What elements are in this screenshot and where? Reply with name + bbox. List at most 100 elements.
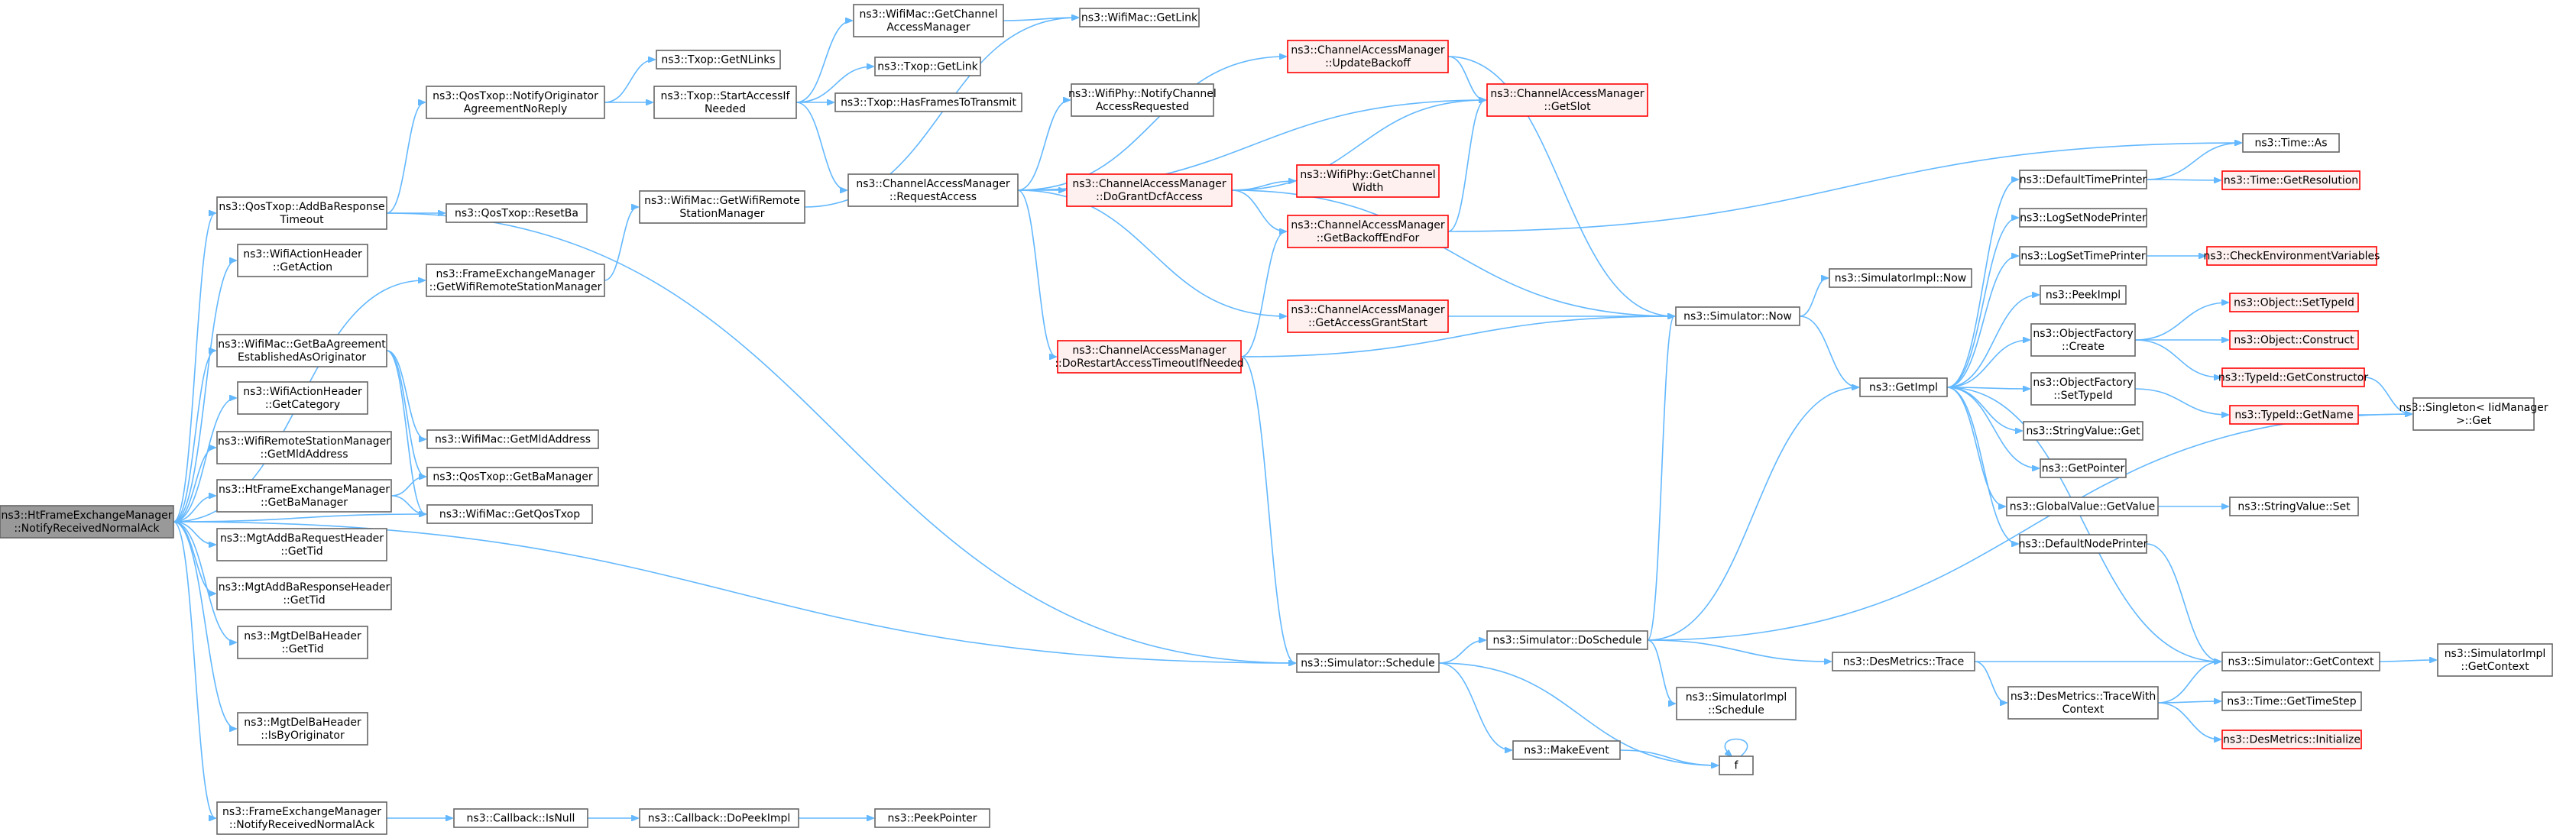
node-root[interactable]: ns3::HtFrameExchangeManager::NotifyRecei… — [0, 505, 174, 539]
node-cam_dorestart[interactable]: ns3::ChannelAccessManager::DoRestartAcce… — [1055, 340, 1244, 374]
node-checkenvvars[interactable]: ns3::CheckEnvironmentVariables — [2204, 246, 2380, 266]
node-object_settypeid[interactable]: ns3::Object::SetTypeId — [2229, 293, 2359, 312]
node-box[interactable] — [2229, 497, 2359, 516]
node-box[interactable] — [1296, 653, 1440, 673]
node-txop_hasframes[interactable]: ns3::Txop::HasFramesToTransmit — [834, 92, 1022, 112]
node-cam_getaccessgrantstart[interactable]: ns3::ChannelAccessManager::GetAccessGran… — [1287, 299, 1449, 333]
node-box[interactable] — [2040, 458, 2127, 478]
node-objectfactory_settypeid[interactable]: ns3::ObjectFactory::SetTypeId — [2030, 372, 2136, 406]
node-typeid_getname[interactable]: ns3::TypeId::GetName — [2229, 405, 2359, 425]
node-box[interactable] — [2229, 405, 2359, 425]
node-box[interactable] — [2221, 691, 2362, 711]
node-wifiphy_notifychannel[interactable]: ns3::WifiPhy::NotifyChannelAccessRequest… — [1068, 83, 1217, 117]
node-box[interactable] — [216, 196, 387, 230]
node-cam_dogrant[interactable]: ns3::ChannelAccessManager::DoGrantDcfAcc… — [1066, 173, 1233, 207]
node-txop_getlink[interactable]: ns3::Txop::GetLink — [874, 57, 981, 76]
node-fem_notifyreceivednormalack[interactable]: ns3::FrameExchangeManager::NotifyReceive… — [216, 801, 387, 835]
node-wifimac_getqostxop[interactable]: ns3::WifiMac::GetQosTxop — [426, 504, 593, 524]
node-box[interactable] — [834, 92, 1022, 112]
node-box[interactable] — [2221, 367, 2365, 387]
node-box[interactable] — [426, 86, 605, 119]
node-box[interactable] — [2206, 246, 2377, 266]
node-box[interactable] — [1287, 40, 1449, 73]
node-box[interactable] — [1486, 83, 1648, 117]
node-box[interactable] — [2030, 372, 2136, 406]
node-box[interactable] — [1859, 377, 1948, 397]
node-box[interactable] — [1079, 8, 1200, 28]
node-box[interactable] — [426, 504, 593, 524]
node-box[interactable] — [426, 467, 599, 487]
node-box[interactable] — [1829, 268, 1972, 288]
node-box[interactable] — [1296, 164, 1440, 198]
node-box[interactable] — [2412, 397, 2535, 431]
node-stringvalue_set[interactable]: ns3::StringValue::Set — [2229, 497, 2359, 516]
node-box[interactable] — [216, 577, 392, 610]
node-box[interactable] — [216, 334, 387, 367]
node-f[interactable]: f — [1719, 755, 1754, 775]
node-simulatorimpl_schedule[interactable]: ns3::SimulatorImpl::Schedule — [1676, 687, 1797, 720]
node-stringvalue_get[interactable]: ns3::StringValue::Get — [2023, 421, 2143, 441]
node-box[interactable] — [1057, 340, 1242, 374]
node-wifimac_getmldaddress[interactable]: ns3::WifiMac::GetMldAddress — [426, 429, 599, 449]
node-peekimpl[interactable]: ns3::PeekImpl — [2040, 285, 2127, 305]
node-qostxop_resetba[interactable]: ns3::QosTxop::ResetBa — [446, 203, 588, 223]
node-box[interactable] — [2040, 285, 2127, 305]
node-box[interactable] — [639, 190, 805, 224]
node-callback_isnull[interactable]: ns3::Callback::IsNull — [453, 808, 588, 828]
node-box[interactable] — [237, 244, 368, 277]
node-logsettimeprinter[interactable]: ns3::LogSetTimePrinter — [2019, 246, 2147, 266]
node-box[interactable] — [874, 808, 990, 828]
node-objectfactory_create[interactable]: ns3::ObjectFactory::Create — [2030, 323, 2136, 357]
node-box[interactable] — [1066, 173, 1233, 207]
node-box[interactable] — [2221, 170, 2361, 190]
node-txop_getnlinks[interactable]: ns3::Txop::GetNLinks — [656, 50, 781, 70]
node-time_as[interactable]: ns3::Time::As — [2242, 133, 2340, 153]
node-peekpointer[interactable]: ns3::PeekPointer — [874, 808, 990, 828]
node-desmetrics_initialize[interactable]: ns3::DesMetrics::Initialize — [2221, 730, 2362, 749]
node-fem_getwrsm[interactable]: ns3::FrameExchangeManager::GetWifiRemote… — [426, 264, 605, 297]
node-box[interactable] — [1486, 630, 1648, 650]
node-box[interactable] — [1071, 83, 1214, 117]
node-box[interactable] — [216, 431, 392, 464]
node-mgtaddbareq_gettid[interactable]: ns3::MgtAddBaRequestHeader::GetTid — [216, 528, 387, 561]
node-time_getresolution[interactable]: ns3::Time::GetResolution — [2221, 170, 2361, 190]
node-wifiaction_getcategory[interactable]: ns3::WifiActionHeader::GetCategory — [237, 381, 368, 415]
node-box[interactable] — [0, 505, 174, 539]
node-box[interactable] — [237, 381, 368, 415]
node-box[interactable] — [2221, 652, 2380, 671]
node-box[interactable] — [853, 4, 1004, 37]
node-box[interactable] — [1676, 687, 1797, 720]
node-qostxop_notifyoriginator[interactable]: ns3::QosTxop::NotifyOriginatorAgreementN… — [426, 86, 605, 119]
node-box[interactable] — [1675, 306, 1800, 326]
node-qostxop_getbamanager[interactable]: ns3::QosTxop::GetBaManager — [426, 467, 599, 487]
node-box[interactable] — [2221, 730, 2362, 749]
node-typeid_getconstructor[interactable]: ns3::TypeId::GetConstructor — [2218, 367, 2368, 387]
node-box[interactable] — [1719, 755, 1754, 775]
node-logsetnodeprinter[interactable]: ns3::LogSetNodePrinter — [2019, 208, 2147, 228]
node-box[interactable] — [2229, 330, 2359, 350]
node-cam_updatebackoff[interactable]: ns3::ChannelAccessManager::UpdateBackoff — [1287, 40, 1449, 73]
node-wifimac_getwrsm[interactable]: ns3::WifiMac::GetWifiRemoteStationManage… — [639, 190, 805, 224]
node-box[interactable] — [2229, 293, 2359, 312]
node-wifimac_getbaagreement[interactable]: ns3::WifiMac::GetBaAgreementEstablishedA… — [216, 334, 387, 367]
node-box[interactable] — [237, 712, 368, 746]
node-defaulttimeprinter[interactable]: ns3::DefaultTimePrinter — [2019, 170, 2147, 189]
node-simulatorimpl_getcontext[interactable]: ns3::SimulatorImpl::GetContext — [2437, 643, 2553, 677]
node-box[interactable] — [453, 808, 588, 828]
node-time_gettimestep[interactable]: ns3::Time::GetTimeStep — [2221, 691, 2362, 711]
node-box[interactable] — [1287, 215, 1449, 248]
node-mgtaddbaresp_gettid[interactable]: ns3::MgtAddBaResponseHeader::GetTid — [216, 577, 392, 610]
node-cam_requestaccess[interactable]: ns3::ChannelAccessManager::RequestAccess — [847, 173, 1019, 207]
node-box[interactable] — [2019, 246, 2147, 266]
node-simulator_doschedule[interactable]: ns3::Simulator::DoSchedule — [1486, 630, 1648, 650]
node-box[interactable] — [2437, 643, 2553, 677]
node-object_construct[interactable]: ns3::Object::Construct — [2229, 330, 2359, 350]
node-singleton_get[interactable]: ns3::Singleton< IidManager>::Get — [2399, 397, 2548, 431]
node-getimpl[interactable]: ns3::GetImpl — [1859, 377, 1948, 397]
node-wrsm_getmldaddress[interactable]: ns3::WifiRemoteStationManager::GetMldAdd… — [216, 431, 392, 464]
node-box[interactable] — [216, 479, 392, 513]
